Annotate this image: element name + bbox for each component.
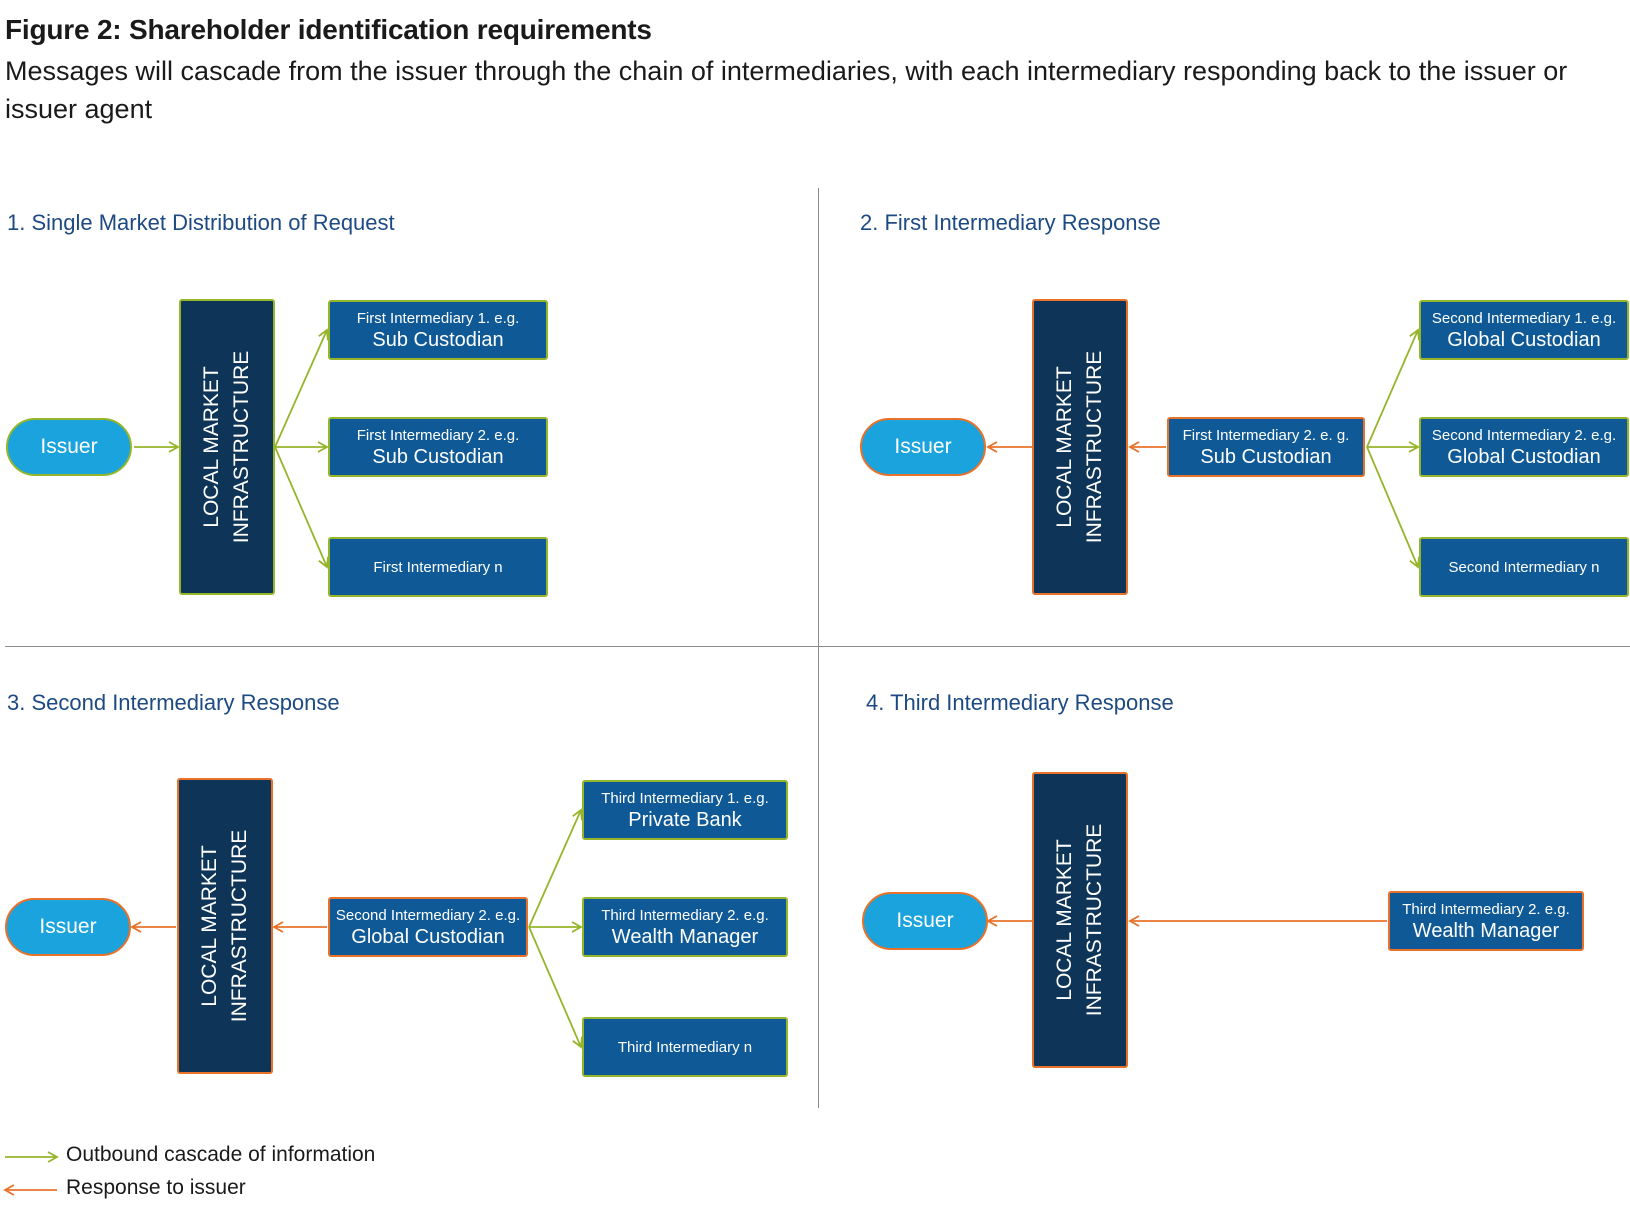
node-example: Global Custodian bbox=[351, 925, 505, 948]
infra-label-line1: LOCAL MARKET bbox=[200, 366, 223, 528]
node-label: Second Intermediary 1. e.g. bbox=[1431, 309, 1617, 327]
panel-3-infrastructure: LOCAL MARKET INFRASTRUCTURE bbox=[177, 778, 273, 1074]
panel-1-node-1: First Intermediary 1. e.g. Sub Custodian bbox=[328, 300, 548, 360]
quadrant-divider-horizontal bbox=[5, 646, 1630, 647]
legend-outbound-label: Outbound cascade of information bbox=[66, 1143, 376, 1166]
panel-2-title: 2. First Intermediary Response bbox=[860, 210, 1161, 235]
infra-label-line2: INFRASTRUCTURE bbox=[230, 350, 253, 544]
node-label: First Intermediary n bbox=[373, 558, 503, 576]
panel-1-title: 1. Single Market Distribution of Request bbox=[7, 210, 395, 235]
node-example: Private Bank bbox=[628, 808, 742, 831]
arrow-first-to-second-n bbox=[1366, 446, 1420, 569]
panel-4-infrastructure: LOCAL MARKET INFRASTRUCTURE bbox=[1032, 772, 1128, 1068]
node-example: Global Custodian bbox=[1447, 328, 1601, 351]
panel-2-issuer: Issuer bbox=[860, 418, 986, 476]
node-example: Global Custodian bbox=[1447, 445, 1601, 468]
node-label: First Intermediary 2. e. g. bbox=[1182, 426, 1350, 444]
panel-3-issuer: Issuer bbox=[5, 898, 131, 956]
infra-label-line2: INFRASTRUCTURE bbox=[228, 829, 251, 1023]
node-example: Wealth Manager bbox=[1412, 919, 1560, 942]
panel-2-node-2: Second Intermediary 2. e.g. Global Custo… bbox=[1419, 417, 1629, 477]
panel-3-node-2: Third Intermediary 2. e.g. Wealth Manage… bbox=[582, 897, 788, 957]
panel-3-responder: Second Intermediary 2. e.g. Global Custo… bbox=[328, 897, 528, 957]
panel-1-node-n: First Intermediary n bbox=[328, 537, 548, 597]
panel-1-infrastructure: LOCAL MARKET INFRASTRUCTURE bbox=[179, 299, 275, 595]
node-label: First Intermediary 2. e.g. bbox=[356, 426, 520, 444]
quadrant-divider-vertical bbox=[818, 188, 819, 1108]
node-label: Second Intermediary 2. e.g. bbox=[1431, 426, 1617, 444]
node-label: Third Intermediary n bbox=[617, 1038, 753, 1056]
node-label: Second Intermediary n bbox=[1448, 558, 1600, 576]
panel-3-node-1: Third Intermediary 1. e.g. Private Bank bbox=[582, 780, 788, 840]
infra-label-line1: LOCAL MARKET bbox=[198, 845, 221, 1007]
figure-subtitle: Messages will cascade from the issuer th… bbox=[5, 56, 1568, 124]
node-example: Wealth Manager bbox=[611, 925, 759, 948]
panel-1-node-2: First Intermediary 2. e.g. Sub Custodian bbox=[328, 417, 548, 477]
infra-label-line1: LOCAL MARKET bbox=[1053, 839, 1076, 1001]
node-label: Third Intermediary 1. e.g. bbox=[601, 789, 769, 807]
node-label: Second Intermediary 2. e.g. bbox=[335, 906, 521, 924]
figure-title: Figure 2: Shareholder identification req… bbox=[5, 14, 652, 45]
panel-4-title: 4. Third Intermediary Response bbox=[866, 690, 1174, 715]
node-example: Sub Custodian bbox=[1200, 445, 1332, 468]
arrow-first-to-second-1 bbox=[1366, 328, 1420, 448]
panel-4-responder: Third Intermediary 2. e.g. Wealth Manage… bbox=[1388, 891, 1584, 951]
panel-1-issuer: Issuer bbox=[6, 418, 132, 476]
node-example: Sub Custodian bbox=[372, 328, 504, 351]
panel-3-title: 3. Second Intermediary Response bbox=[7, 690, 340, 715]
panel-2-infrastructure: LOCAL MARKET INFRASTRUCTURE bbox=[1032, 299, 1128, 595]
arrow-second-to-third-n bbox=[528, 926, 583, 1049]
arrow-infra-to-first-1 bbox=[274, 328, 329, 448]
panel-2-node-n: Second Intermediary n bbox=[1419, 537, 1629, 597]
node-label: Third Intermediary 2. e.g. bbox=[601, 906, 769, 924]
node-example: Sub Custodian bbox=[372, 445, 504, 468]
node-label: Third Intermediary 2. e.g. bbox=[1402, 900, 1570, 918]
infra-label-line1: LOCAL MARKET bbox=[1053, 366, 1076, 528]
arrow-infra-to-first-n bbox=[274, 446, 329, 569]
infra-label-line2: INFRASTRUCTURE bbox=[1083, 350, 1106, 544]
panel-3-node-n: Third Intermediary n bbox=[582, 1017, 788, 1077]
arrow-second-to-third-1 bbox=[528, 808, 583, 928]
infra-label-line2: INFRASTRUCTURE bbox=[1083, 823, 1106, 1017]
legend-response-label: Response to issuer bbox=[66, 1176, 246, 1199]
panel-4-issuer: Issuer bbox=[862, 892, 988, 950]
panel-2-responder: First Intermediary 2. e. g. Sub Custodia… bbox=[1167, 417, 1365, 477]
panel-2-node-1: Second Intermediary 1. e.g. Global Custo… bbox=[1419, 300, 1629, 360]
node-label: First Intermediary 1. e.g. bbox=[356, 309, 520, 327]
